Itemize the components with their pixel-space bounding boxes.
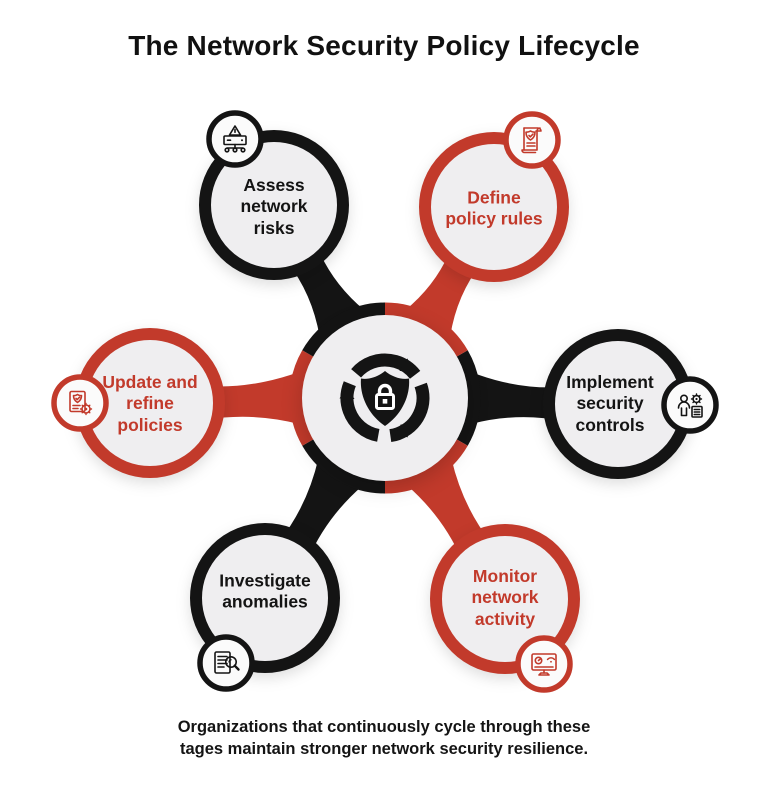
policy-scroll-shield-icon	[503, 111, 561, 169]
cycle-arrow-2	[339, 387, 355, 399]
hub-ring-investigate	[302, 439, 386, 494]
admin-gear-checklist-icon	[661, 376, 719, 434]
spoke-implement	[471, 372, 563, 424]
cycle-arrow-1	[394, 423, 409, 438]
node-label-define: Define policy rules	[445, 187, 543, 229]
shield-shape	[360, 371, 410, 426]
policy-shield-gear-icon	[51, 374, 109, 432]
document-magnifier-icon	[197, 634, 255, 692]
node-investigate-circle	[190, 523, 340, 673]
node-label-update: Update and refine policies	[102, 371, 198, 435]
hub-ring-define	[384, 302, 468, 357]
footer-caption: Organizations that continuously cycle th…	[177, 718, 591, 759]
server-alert-network-icon	[206, 110, 264, 168]
node-monitor-circle	[430, 524, 580, 674]
node-assess-circle	[199, 130, 349, 280]
node-label-assess: Assess network risks	[240, 174, 308, 238]
hub-ring-monitor	[384, 439, 468, 494]
hub-ring-assess	[302, 302, 386, 357]
hub-ring-update	[289, 350, 314, 446]
nodes	[75, 130, 693, 674]
hub	[289, 302, 481, 494]
page-title: The Network Security Policy Lifecycle	[128, 30, 640, 61]
monitor-wifi-icon	[515, 635, 573, 693]
spoke-update	[205, 372, 299, 424]
hub-ring	[289, 302, 481, 494]
node-label-implement: Implement security controls	[566, 371, 654, 435]
hub-ring-implement	[456, 350, 481, 446]
node-label-investigate: Investigate anomalies	[219, 570, 311, 612]
lock-glyph	[375, 383, 395, 410]
cycle-arrow-3	[399, 358, 413, 372]
node-define-circle	[419, 132, 569, 282]
node-label-monitor: Monitor network activity	[471, 565, 539, 629]
